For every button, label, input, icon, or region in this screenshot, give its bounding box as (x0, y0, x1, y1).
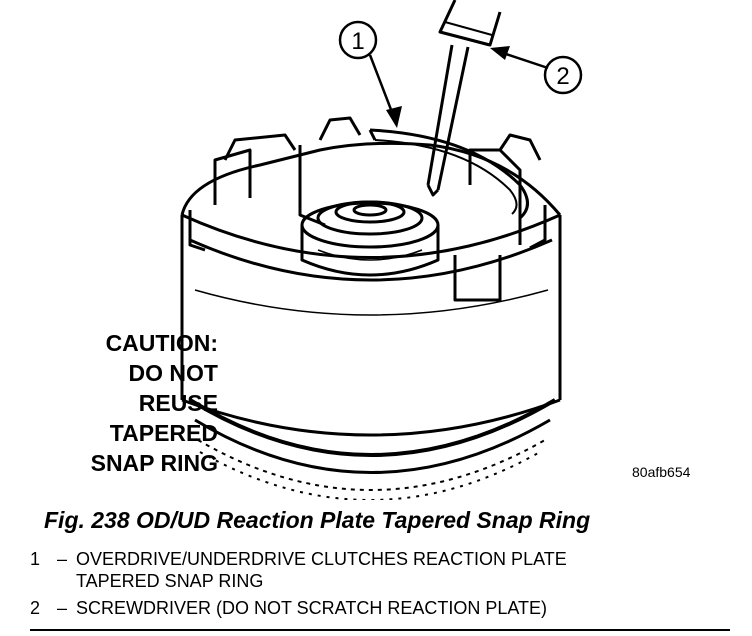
figure-code: 80afb654 (632, 464, 691, 480)
tapered-snap-ring (368, 128, 529, 220)
screwdriver (426, 0, 502, 197)
clutch-housing (180, 213, 562, 437)
bottom-divider (30, 629, 730, 631)
figure-caption: Fig. 238 OD/UD Reaction Plate Tapered Sn… (44, 507, 591, 533)
callout-1-number: 1 (351, 28, 364, 55)
caution-line: REUSE (138, 390, 218, 416)
callout-2-circle (543, 55, 583, 95)
housing-rim (180, 116, 562, 302)
legend-number: 2 (30, 598, 41, 618)
legend-dash: – (56, 598, 67, 618)
caution-line: SNAP RING (90, 450, 218, 476)
caution-line: TAPERED (109, 420, 218, 446)
legend-dash: – (56, 549, 67, 569)
caution-note: CAUTION: DO NOT REUSE TAPERED SNAP RING (18, 328, 218, 478)
legend-text: SCREWDRIVER (DO NOT SCRATCH REACTION PLA… (76, 598, 548, 618)
clutch-assembly-illustration: 1 2 (180, 0, 583, 500)
legend-item: 1–OVERDRIVE/UNDERDRIVE CLUTCHES REACTION… (30, 548, 567, 592)
callout-1-circle (338, 20, 378, 60)
legend-number: 1 (30, 549, 41, 569)
center-hub (300, 200, 440, 277)
gear-teeth-ring (188, 398, 557, 500)
legend-item: 2–SCREWDRIVER (DO NOT SCRATCH REACTION P… (30, 597, 547, 619)
legend-text: OVERDRIVE/UNDERDRIVE CLUTCHES REACTION P… (76, 549, 567, 569)
legend-text-continued: TAPERED SNAP RING (76, 571, 264, 591)
caution-line: CAUTION: (105, 330, 218, 356)
caution-line: DO NOT (128, 360, 218, 386)
callout-2-number: 2 (556, 63, 569, 90)
